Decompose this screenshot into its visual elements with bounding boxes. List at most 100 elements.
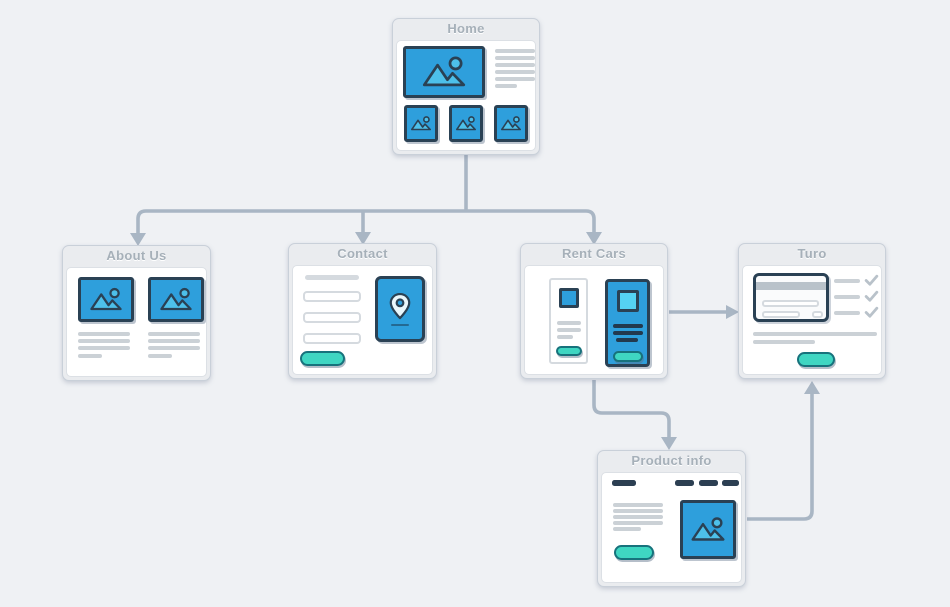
- credit-card-icon: [753, 273, 829, 322]
- image-placeholder-icon: [160, 287, 192, 311]
- text-line: [495, 77, 535, 81]
- image-placeholder: [148, 277, 204, 322]
- node-title: Home: [393, 19, 539, 39]
- edge-rentcars-productinfo: [592, 380, 671, 438]
- node-body: [524, 265, 664, 375]
- text-line-dark: [613, 331, 643, 335]
- credit-card-stripe: [756, 282, 826, 290]
- node-title-text: About Us: [106, 248, 167, 263]
- cta-button-pill: [614, 545, 654, 560]
- cta-button-pill: [797, 352, 835, 367]
- node-body: [292, 265, 433, 375]
- image-placeholder-icon: [90, 287, 122, 311]
- submit-button-pill: [300, 351, 345, 366]
- node-home[interactable]: Home: [392, 18, 540, 155]
- nav-dash: [722, 480, 739, 486]
- text-line: [78, 332, 130, 336]
- node-title: Product info: [598, 451, 745, 471]
- node-title: Turo: [739, 244, 885, 264]
- check-icon: [864, 290, 879, 302]
- check-icon: [864, 274, 879, 286]
- node-title-text: Home: [447, 21, 485, 36]
- text-line: [613, 515, 663, 519]
- card-button-pill: [613, 351, 643, 362]
- text-line: [557, 328, 581, 332]
- check-line: [834, 279, 860, 283]
- pin-underline: [391, 324, 409, 326]
- image-placeholder: [78, 277, 134, 322]
- node-title-text: Product info: [631, 453, 712, 468]
- card-image-square: [617, 290, 639, 312]
- node-title-text: Rent Cars: [561, 246, 627, 261]
- text-line-short: [148, 354, 172, 358]
- image-placeholder-icon: [456, 116, 476, 131]
- list-card-light: [549, 278, 588, 364]
- logo-dash: [612, 480, 636, 486]
- node-body: [396, 40, 536, 151]
- text-line-dark-short: [616, 338, 638, 342]
- node-body: [66, 267, 207, 377]
- text-line-dark: [613, 324, 643, 328]
- text-line: [613, 503, 663, 507]
- text-line: [78, 346, 130, 350]
- node-title-text: Turo: [797, 246, 827, 261]
- node-rent-cars[interactable]: Rent Cars: [520, 243, 668, 379]
- node-title: Contact: [289, 244, 436, 264]
- text-line: [148, 332, 200, 336]
- node-body: [742, 265, 882, 375]
- map-placeholder: [375, 276, 425, 342]
- image-placeholder-icon: [501, 116, 521, 131]
- node-contact[interactable]: Contact: [288, 243, 437, 379]
- form-input: [303, 333, 361, 344]
- text-line-short: [78, 354, 102, 358]
- form-input: [303, 312, 361, 323]
- thumbnail-image-placeholder: [494, 105, 528, 142]
- thumbnail-image-placeholder: [404, 105, 438, 142]
- check-line: [834, 311, 860, 315]
- text-line: [613, 521, 663, 525]
- image-placeholder-icon: [422, 56, 466, 87]
- form-label-line: [305, 275, 359, 280]
- card-button-pill: [556, 346, 582, 356]
- thumbnail-image-placeholder: [449, 105, 483, 142]
- text-line: [495, 63, 535, 67]
- credit-card-chip: [812, 311, 823, 318]
- nav-dash: [699, 480, 718, 486]
- text-line-short: [613, 527, 641, 531]
- text-line: [78, 339, 130, 343]
- check-line: [834, 295, 860, 299]
- image-placeholder-icon: [691, 517, 725, 541]
- node-turo[interactable]: Turo: [738, 243, 886, 379]
- text-line: [557, 321, 581, 325]
- map-pin-icon: [389, 292, 411, 320]
- card-image-square: [559, 288, 579, 308]
- node-body: [601, 472, 742, 583]
- form-input: [303, 291, 361, 302]
- edge-home-rentcars: [466, 209, 596, 233]
- hero-image-placeholder: [403, 46, 485, 98]
- product-image-placeholder: [680, 500, 736, 559]
- text-line: [495, 49, 535, 53]
- text-line: [495, 70, 535, 74]
- edge-home-aboutus: [136, 209, 466, 234]
- text-line: [148, 339, 200, 343]
- node-product-info[interactable]: Product info: [597, 450, 746, 587]
- text-line: [613, 509, 663, 513]
- text-line-short: [495, 84, 517, 88]
- text-line-short: [557, 335, 573, 339]
- arrow-turo-bottom: [804, 381, 820, 394]
- nav-dash: [675, 480, 694, 486]
- node-title: About Us: [63, 246, 210, 266]
- credit-card-field: [762, 300, 819, 307]
- edge-productinfo-turo: [747, 394, 814, 521]
- text-line: [753, 332, 877, 336]
- check-icon: [864, 306, 879, 318]
- list-card-blue: [605, 279, 650, 367]
- image-placeholder-icon: [411, 116, 431, 131]
- node-title: Rent Cars: [521, 244, 667, 264]
- node-about-us[interactable]: About Us: [62, 245, 211, 381]
- text-line: [148, 346, 200, 350]
- text-line: [495, 56, 535, 60]
- arrow-productinfo: [661, 437, 677, 450]
